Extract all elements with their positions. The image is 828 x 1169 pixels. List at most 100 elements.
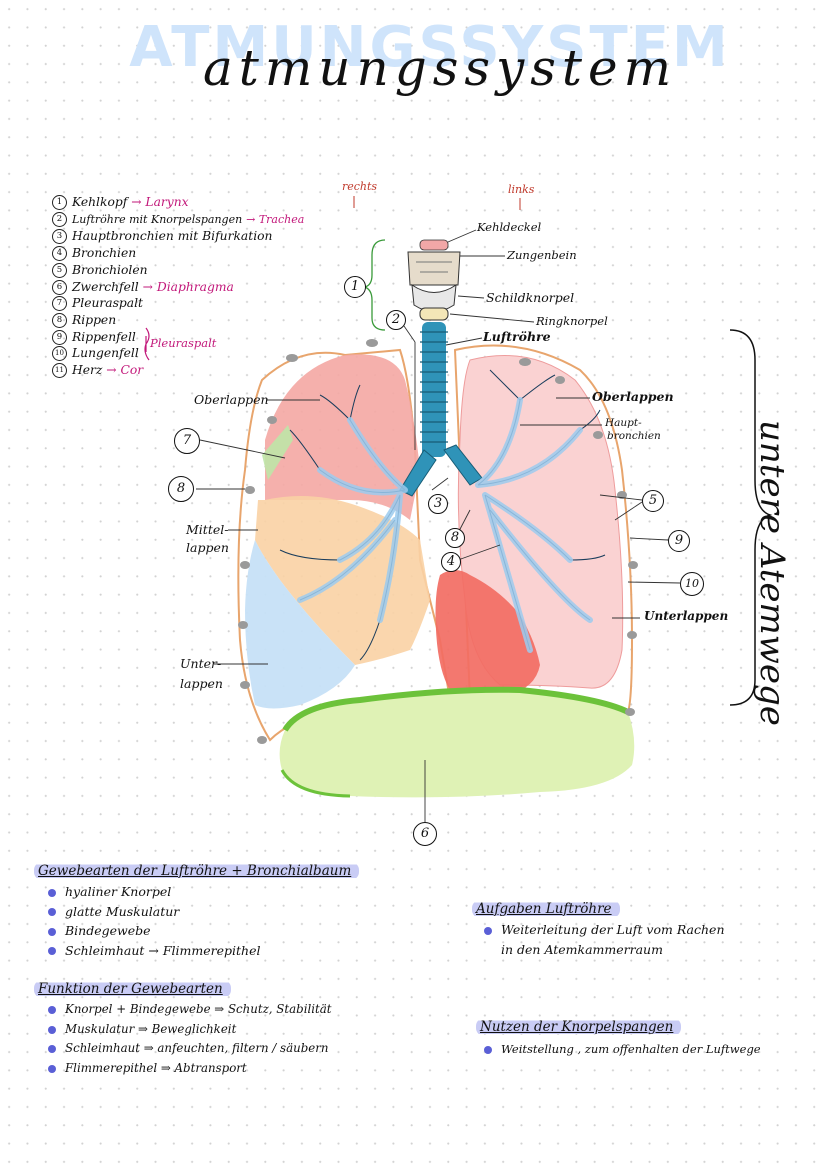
legend-translation: → Larynx	[131, 195, 189, 209]
right-upper-lobe	[265, 354, 420, 520]
legend-bracket-note: Pleuraspalt	[150, 336, 217, 350]
label-unterlappen-left-2: lappen	[180, 676, 223, 691]
legend-number: 4	[52, 246, 67, 262]
legend-text: Lungenfell	[72, 346, 139, 361]
trachea	[399, 322, 483, 497]
list-item-text: glatte Muskulatur	[65, 903, 180, 919]
label-oberlappen-right: Oberlappen	[592, 389, 674, 404]
ribs	[238, 339, 638, 744]
legend-item: 6 Zwerchfell → Diaphragma	[52, 279, 304, 296]
diaphragm	[279, 691, 635, 798]
diaphragm-edge-lower	[280, 769, 351, 798]
list-item-text: Weiterleitung der Luft vom Rachen	[501, 922, 725, 937]
list-item-text: Bindegewebe	[65, 923, 151, 938]
legend-text: Bronchiolen	[72, 262, 148, 277]
pleural-gap-stripe	[262, 425, 293, 480]
list-item: glatte Muskulatur	[48, 902, 260, 922]
legend-translation: → Trachea	[246, 212, 305, 226]
title-background: ATMUNGSSYSTEM	[129, 15, 731, 80]
legend-text: Herz	[72, 363, 103, 378]
section-heading-gewebearten: Gewebearten der Luftröhre + Bronchialbau…	[34, 862, 360, 880]
larynx-bracket	[363, 239, 386, 331]
label-ringknorpel: Ringknorpel	[536, 314, 608, 328]
label-hauptbronchien-1: Haupt-	[605, 417, 642, 429]
legend-number: 1	[52, 195, 67, 210]
diaphragm-edge	[282, 686, 630, 732]
legend-number: 6	[52, 279, 67, 295]
legend-translation: → Cor	[106, 363, 144, 378]
list-item: Bindegewebe	[48, 921, 260, 941]
circled-number-9: 9	[668, 530, 690, 552]
bullet-icon	[48, 947, 56, 955]
bullet-icon	[484, 1046, 492, 1054]
bullet-icon	[484, 926, 492, 935]
list-item-text: Schleimhaut ⇒ anfeuchten, filtern / säub…	[65, 1041, 329, 1055]
label-links: links	[508, 183, 535, 196]
legend-item: 10 Lungenfell	[52, 345, 304, 362]
legend-number: 3	[52, 229, 67, 245]
lower-airways-bracket	[729, 329, 773, 706]
side-label-untere-atemwege: untere Atemwege	[752, 420, 792, 726]
legend-number: 10	[52, 346, 67, 362]
right-middle-lobe	[255, 496, 430, 665]
legend-number: 5	[52, 262, 67, 278]
circled-number-6: 6	[413, 822, 437, 846]
legend-text: Rippenfell	[72, 329, 136, 344]
legend-text: Pleuraspalt	[72, 296, 144, 311]
legend-item: 7 Pleuraspalt	[52, 295, 304, 312]
list-item-text: Flimmerepithel ⇒ Abtransport	[65, 1060, 247, 1075]
legend-translation: → Diaphragma	[142, 279, 234, 294]
legend-number: 7	[52, 296, 67, 312]
legend-item: 11 Herz → Cor	[52, 362, 304, 379]
bullet-icon	[48, 927, 56, 936]
bronchial-tree-fill	[297, 397, 593, 653]
bullet-icon	[48, 1045, 56, 1053]
aufgaben-list: Weiterleitung der Luft vom Rachen in den…	[484, 920, 725, 959]
circled-number-2: 2	[386, 310, 406, 330]
legend-text: Rippen	[72, 312, 117, 327]
legend-item: 4 Bronchien	[52, 245, 304, 262]
circled-number-4: 4	[441, 552, 461, 572]
circled-number-8-rib: 8	[168, 476, 194, 502]
circled-number-3: 3	[428, 494, 448, 514]
label-schildknorpel: Schildknorpel	[486, 290, 575, 305]
list-item-text: Muskulatur ⇒ Beweglichkeit	[65, 1021, 237, 1036]
label-unterlappen-left-1: Unter-	[180, 656, 222, 671]
label-zungenbein: Zungenbein	[507, 248, 577, 262]
bullet-icon	[48, 1025, 56, 1034]
list-item: hyaliner Knorpel	[48, 882, 260, 902]
larynx	[407, 239, 461, 321]
legend-item: 3 Hauptbronchien mit Bifurkation	[52, 228, 304, 245]
list-item-text: Weitstellung , zum offenhalten der Luftw…	[501, 1042, 761, 1056]
legend-bracket	[144, 327, 150, 361]
list-item: Flimmerepithel ⇒ Abtransport	[48, 1059, 332, 1079]
legend-text: Hauptbronchien mit Bifurkation	[72, 229, 273, 244]
label-unterlappen-right: Unterlappen	[644, 609, 729, 623]
list-item: Muskulatur ⇒ Beweglichkeit	[48, 1020, 332, 1040]
list-item: Schleimhaut → Flimmerepithel	[48, 941, 260, 961]
bullet-icon	[48, 1006, 56, 1014]
nutzen-list: Weitstellung , zum offenhalten der Luftw…	[484, 1040, 761, 1060]
legend-number: 2	[52, 211, 67, 227]
section-heading-aufgaben: Aufgaben Luftröhre	[472, 900, 620, 918]
page-title: atmungssystem	[202, 39, 678, 97]
heart	[435, 570, 540, 697]
legend-text: Zwerchfell	[72, 279, 139, 294]
list-item: Schleimhaut ⇒ anfeuchten, filtern / säub…	[48, 1039, 332, 1059]
pointer-lines	[196, 229, 681, 822]
legend-number: 9	[52, 329, 67, 345]
label-mittellappen-2: lappen	[186, 540, 229, 555]
label-luftroehre: Luftröhre	[483, 329, 551, 344]
list-item-text: Knorpel + Bindegewebe ⇒ Schutz, Stabilit…	[65, 1002, 332, 1016]
legend-text: Bronchien	[72, 246, 137, 261]
bullet-icon	[48, 888, 56, 897]
circled-number-1: 1	[344, 276, 366, 298]
right-lower-lobe	[245, 540, 355, 709]
legend-number: 11	[52, 363, 67, 379]
section-heading-funktion: Funktion der Gewebearten	[34, 980, 231, 998]
label-mittellappen-1: Mittel-	[186, 522, 229, 537]
bullet-icon	[48, 908, 56, 916]
